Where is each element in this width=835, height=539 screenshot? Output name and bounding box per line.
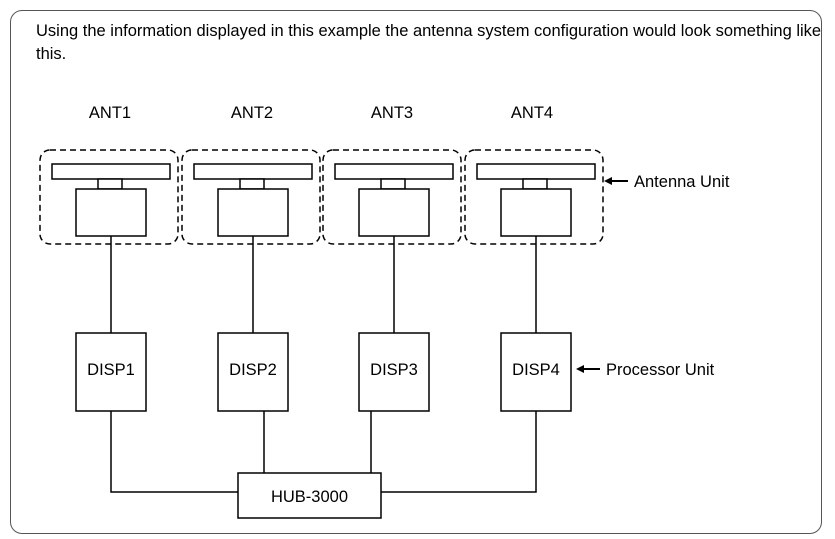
ant2-label: ANT2 xyxy=(231,104,273,122)
antenna-unit-3 xyxy=(322,149,462,245)
ant1-label: ANT1 xyxy=(89,104,131,122)
hub-label: HUB-3000 xyxy=(271,488,348,506)
disp2-label: DISP2 xyxy=(229,361,277,379)
ant3-label: ANT3 xyxy=(371,104,413,122)
processor-unit-callout: Processor Unit xyxy=(576,361,715,379)
ant4-label: ANT4 xyxy=(511,104,553,122)
disp1-hub-connector xyxy=(110,411,238,493)
processor-unit-2: DISP2 xyxy=(217,332,289,412)
intro-text: Using the information displayed in this … xyxy=(36,22,822,63)
disp3-label: DISP3 xyxy=(370,361,418,379)
hub-unit: HUB-3000 xyxy=(237,472,382,519)
disp1-label: DISP1 xyxy=(87,361,135,379)
antenna-unit-2 xyxy=(181,149,321,245)
processor-unit-label: Processor Unit xyxy=(606,361,715,379)
processor-unit-3: DISP3 xyxy=(358,332,430,412)
antenna-unit-callout: Antenna Unit xyxy=(604,173,730,191)
antenna-unit-1 xyxy=(39,149,179,245)
processor-unit-4: DISP4 xyxy=(500,332,572,412)
processor-unit-1: DISP1 xyxy=(75,332,147,412)
disp4-label: DISP4 xyxy=(512,361,560,379)
diagram-frame xyxy=(10,10,822,534)
antenna-unit-4 xyxy=(464,149,604,245)
disp4-hub-connector xyxy=(381,411,537,493)
antenna-unit-label: Antenna Unit xyxy=(634,173,730,191)
